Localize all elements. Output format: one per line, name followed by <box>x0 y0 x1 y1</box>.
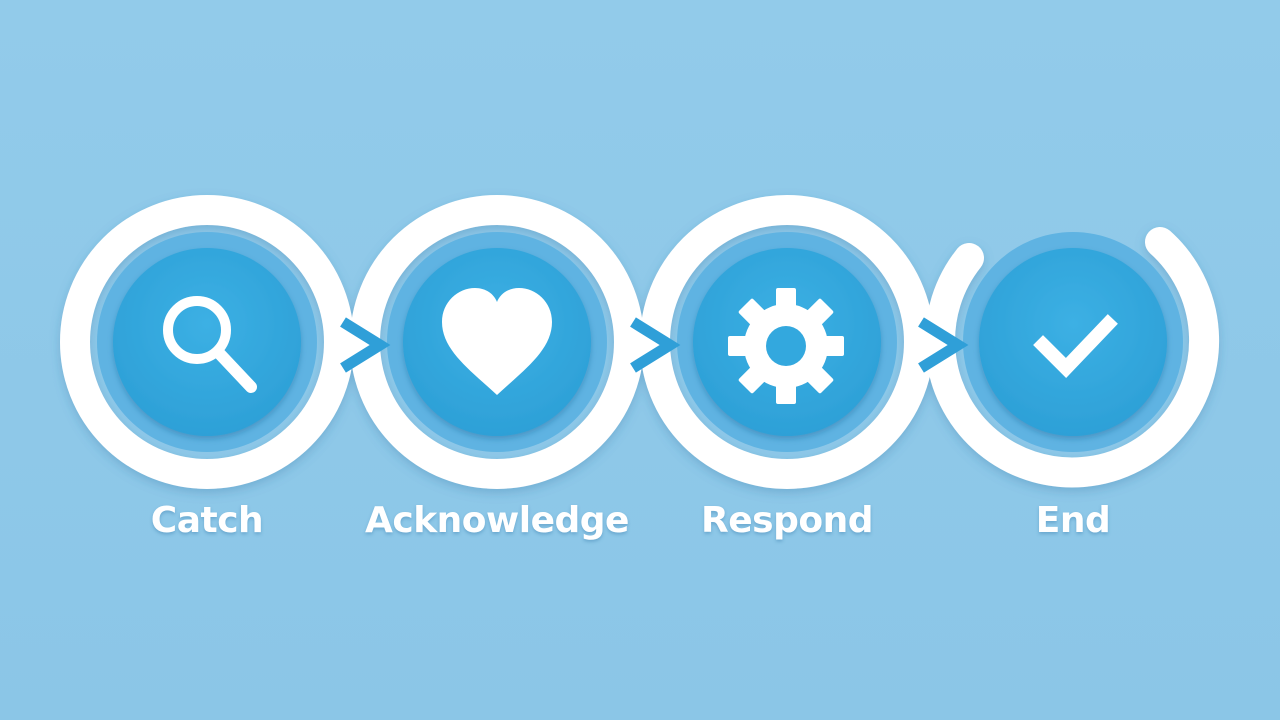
step-label-respond: Respond <box>701 500 873 541</box>
magnifier-icon <box>163 296 257 393</box>
chevron-right-icon <box>918 317 969 373</box>
checkmark-icon <box>1033 314 1118 379</box>
heart-icon <box>442 288 552 395</box>
step-disc-end <box>979 248 1167 436</box>
step-ring-catch <box>60 195 354 489</box>
gear-icon <box>728 288 844 404</box>
chevron-right-icon <box>630 317 681 373</box>
step-label-acknowledge: Acknowledge <box>365 500 629 541</box>
step-ring-end <box>925 227 1220 488</box>
step-label-end: End <box>1035 500 1111 541</box>
step-disc-catch <box>113 248 301 436</box>
step-label-catch: Catch <box>150 500 264 541</box>
chevron-right-icon <box>340 317 391 373</box>
